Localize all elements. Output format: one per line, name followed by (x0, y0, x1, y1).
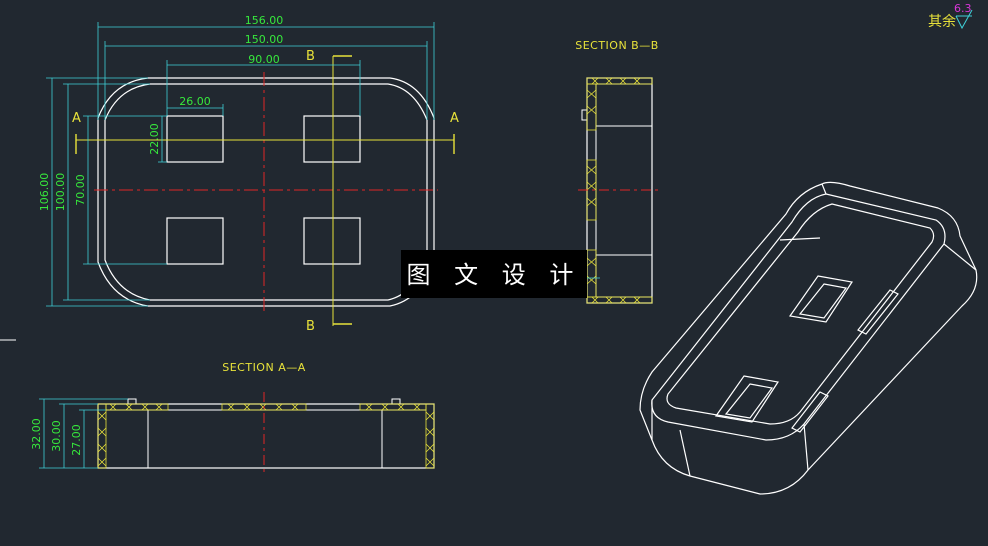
dim-30: 30.00 (50, 420, 63, 452)
watermark-text: 图 文 设 计 (407, 261, 582, 289)
section-b-view (578, 77, 660, 304)
dim-100: 100.00 (54, 173, 67, 212)
iso-pocket-1-inner (798, 283, 848, 319)
dim-32: 32.00 (30, 418, 43, 450)
roughness-value: 6.3 (954, 2, 972, 15)
pocket-bottom-right (303, 217, 361, 265)
watermark-box (401, 250, 587, 298)
iso-slot-2 (791, 391, 829, 433)
iso-pocket-2 (714, 375, 779, 423)
section-a-title: SECTION A—A (222, 361, 306, 374)
top-inner-outline (104, 83, 428, 301)
dim-26: 26.00 (179, 95, 211, 108)
dim-106: 106.00 (38, 173, 51, 212)
iso-outer-shell (639, 181, 978, 495)
pocket-top-right (303, 115, 361, 163)
cut-label-b-top: B (306, 49, 315, 64)
iso-edge-6 (679, 429, 691, 477)
remaining-surfaces-label: 其余 (928, 13, 956, 30)
iso-edge-4 (821, 183, 827, 195)
iso-edge-1 (943, 243, 977, 271)
section-b-title: SECTION B—B (575, 39, 659, 52)
section-a-hatching (97, 403, 435, 469)
pocket-bottom-left (166, 217, 224, 265)
vertical-dimensions (46, 77, 167, 307)
isometric-view (639, 181, 978, 495)
dim-27: 27.00 (70, 424, 83, 456)
pocket-top-left (166, 115, 224, 163)
section-a-lip-left (127, 398, 137, 405)
iso-rim (651, 193, 946, 441)
cut-label-a-left: A (72, 111, 81, 126)
iso-edge-2 (803, 423, 809, 471)
dim-22: 22.00 (148, 123, 161, 155)
iso-inner-wall (666, 203, 935, 425)
dim-150: 150.00 (245, 33, 284, 46)
horizontal-dimensions (97, 22, 435, 120)
dim-90: 90.00 (248, 53, 280, 66)
dim-70: 70.00 (74, 174, 87, 206)
section-a-dimensions (39, 398, 128, 469)
iso-edge-5 (779, 237, 821, 241)
section-b-lip (581, 109, 588, 121)
iso-slot-1 (857, 289, 899, 335)
cut-label-a-right: A (450, 111, 459, 126)
iso-pocket-2-inner (724, 383, 774, 419)
section-a-view (39, 392, 435, 474)
section-a-lip-right (391, 398, 401, 405)
iso-pocket-1 (788, 275, 853, 323)
dim-156: 156.00 (245, 14, 284, 27)
cut-label-b-bottom: B (306, 319, 315, 334)
top-view (46, 22, 455, 326)
top-outer-outline (97, 77, 435, 307)
